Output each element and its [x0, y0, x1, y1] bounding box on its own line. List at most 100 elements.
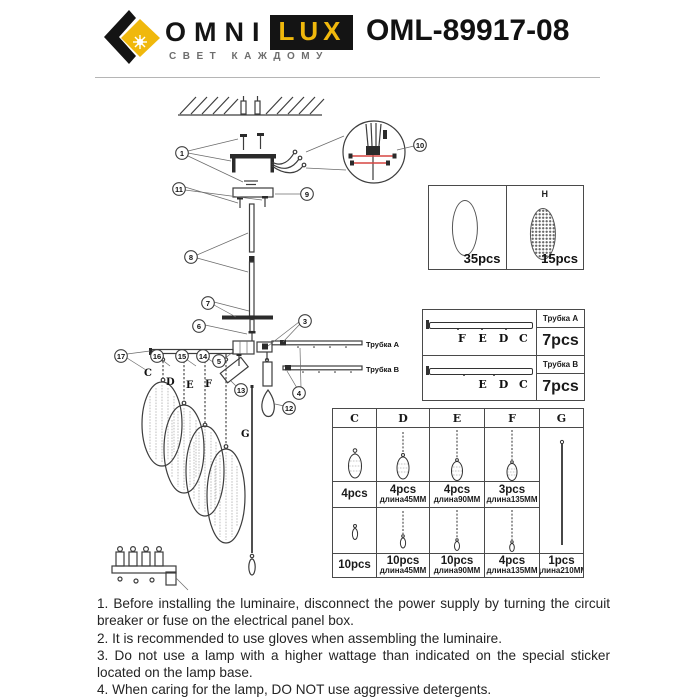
model-number: OML-89917-08 [366, 14, 570, 47]
mounting-bracket [230, 154, 276, 186]
pendant-label-f: F [205, 379, 212, 390]
svg-text:15: 15 [178, 352, 186, 361]
svg-text:6: 6 [197, 322, 201, 331]
brand-word-omni: OMNI [165, 17, 268, 47]
tube-b: Трубка B [282, 365, 400, 374]
socket-strip-detail [111, 545, 189, 591]
pendant-label-c: C [144, 368, 152, 379]
callout-5: 5 [212, 354, 226, 368]
plain-bead-cell: 35pcs [429, 186, 507, 269]
callout-8: 8 [184, 250, 198, 264]
column-header: F [485, 409, 540, 428]
plain-bead-count: 35pcs [463, 251, 501, 266]
svg-text:9: 9 [305, 190, 309, 199]
bead-glyph-e [430, 428, 485, 482]
tube-b-letter: E [478, 377, 487, 391]
svg-text:12: 12 [285, 404, 293, 413]
callout-6: 6 [192, 319, 206, 333]
brand-word-lux: LUX [269, 15, 353, 50]
callout-7: 7 [201, 296, 215, 310]
callout-10: 10 [413, 138, 427, 152]
svg-text:11: 11 [175, 185, 183, 194]
textured-bead-count: 15pcs [541, 251, 578, 266]
bead-glyph-c [333, 428, 377, 482]
header-divider [95, 77, 600, 78]
textured-bead-letter: H [541, 189, 549, 199]
svg-text:13: 13 [237, 386, 245, 395]
tube-b-letter: C [519, 377, 528, 391]
bead-glyph-f [485, 428, 540, 482]
pendant-label-e: E [186, 380, 194, 391]
svg-text:10: 10 [416, 141, 424, 150]
svg-text:7: 7 [206, 299, 210, 308]
callout-15: 15 [175, 349, 189, 363]
tube-a-row: F E D C Трубка A 7pcs [423, 310, 584, 356]
bead-glyph-d [377, 428, 430, 482]
callout-17: 17 [114, 349, 128, 363]
callout-12: 12 [282, 401, 296, 415]
pendant-crystals [141, 381, 246, 544]
supply-wires [271, 149, 307, 174]
central-rod [248, 203, 255, 317]
callout-16: 16 [150, 349, 164, 363]
tube-end-cap [426, 320, 429, 329]
svg-text:3: 3 [303, 317, 307, 326]
tubes-count-panel: F E D C Трубка A 7pcs E D C Трубка B [422, 309, 585, 401]
tube-b-letter: D [498, 377, 509, 391]
callout-14: 14 [196, 349, 210, 363]
pendant-g-rod [248, 385, 256, 576]
callout-9: 9 [300, 187, 314, 201]
rod-glyph-g [540, 428, 583, 554]
canopy [232, 187, 274, 208]
tube-a-letter: C [519, 332, 528, 345]
brand-tagline: СВЕТ КАЖДОМУ [169, 51, 329, 62]
svg-text:16: 16 [153, 352, 161, 361]
column-header: G [540, 409, 583, 428]
textured-bead-shape [529, 208, 556, 260]
hub-assembly [219, 315, 273, 384]
tube-end-cap [426, 365, 429, 375]
callout-4: 4 [292, 386, 306, 400]
instruction-line: 4. When caring for the lamp, DO NOT use … [97, 682, 492, 698]
column-header: E [430, 409, 485, 428]
callout-13: 13 [234, 383, 248, 397]
tube-a-label: Трубка A [366, 340, 400, 349]
tube-a-count: 7pcs [542, 332, 579, 350]
tube-b-name: Трубка B [537, 356, 584, 374]
plain-bead-shape [452, 200, 479, 256]
callout-3: 3 [298, 314, 312, 328]
beads-count-panel: 35pcs H 15pcs [428, 185, 584, 270]
instruction-line: 1. Before installing the luminaire, disc… [97, 596, 610, 629]
callout-1: 1 [175, 146, 189, 160]
pendant-label-g: G [241, 429, 250, 440]
pendant-chains [160, 361, 229, 449]
tube-a-letter: F [458, 332, 466, 345]
svg-text:8: 8 [189, 253, 193, 262]
instruction-line: 3. Do not use a lamp with a higher watta… [97, 647, 610, 680]
safety-instructions: 1. Before installing the luminaire, disc… [97, 595, 610, 699]
wiring-detail-circle [305, 120, 406, 184]
pendant-label-d: D [166, 377, 175, 388]
column-header: D [377, 409, 430, 428]
svg-text:17: 17 [117, 352, 125, 361]
svg-text:14: 14 [199, 352, 208, 361]
tube-a: Трубка A [271, 340, 400, 349]
tube-a-letter: E [478, 332, 487, 345]
tube-b-count: 7pcs [542, 377, 579, 395]
leader-lines [126, 138, 415, 407]
drop-glyph-f [485, 508, 540, 554]
column-header: C [333, 409, 377, 428]
mounting-screws [240, 133, 264, 150]
count-cell: 10pcs [333, 554, 377, 577]
count-cell: 4pcs [333, 482, 377, 508]
